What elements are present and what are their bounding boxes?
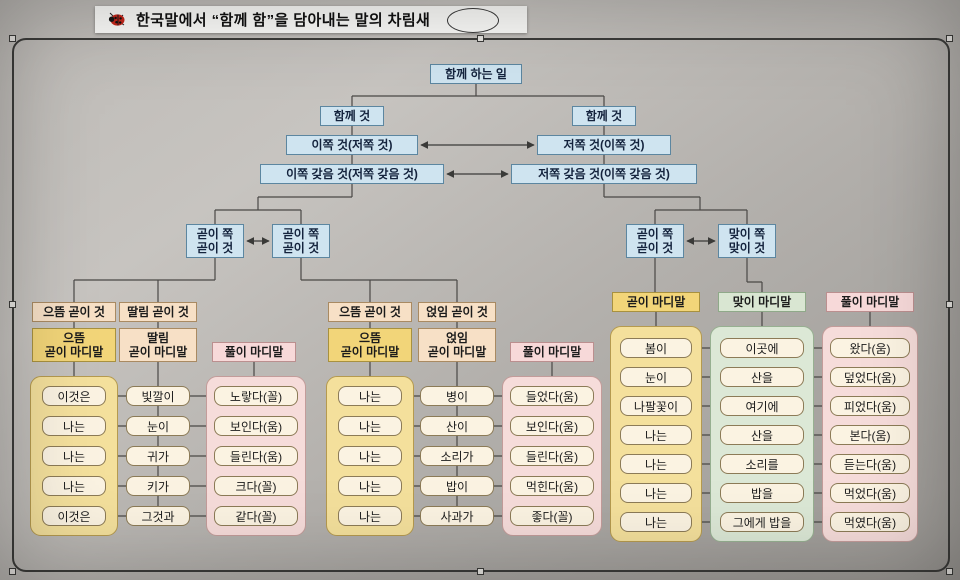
right-col1-item: 나는 <box>620 483 692 503</box>
middle-col2-item: 산이 <box>420 416 494 436</box>
frame-handle <box>477 568 484 575</box>
right-col1-item: 눈이 <box>620 367 692 387</box>
tree-l5-box-2: 곧이 쪽 곧이 것 <box>272 224 330 258</box>
tree-l3-right-box: 저쪽 것(이쪽 것) <box>537 135 671 155</box>
middle-col2-item: 밥이 <box>420 476 494 496</box>
tree-l4-left-box: 이쪽 갖음 것(저쪽 갖음 것) <box>260 164 444 184</box>
middle-col3-item: 보인다(움) <box>510 416 594 436</box>
right-col3-header: 풀이 마디말 <box>826 292 914 312</box>
frame-handle <box>9 35 16 42</box>
right-col2-item: 밥을 <box>720 483 804 503</box>
middle-col3-item: 들었다(움) <box>510 386 594 406</box>
middle-col2-item: 소리가 <box>420 446 494 466</box>
middle-col2-item: 사과가 <box>420 506 494 526</box>
frame-handle <box>946 301 953 308</box>
left-col3-item: 같다(꼴) <box>214 506 298 526</box>
middle-col1-item: 나는 <box>338 476 402 496</box>
left-col3-item: 들린다(움) <box>214 446 298 466</box>
left-col3-item: 보인다(움) <box>214 416 298 436</box>
circle-annotation <box>447 8 499 33</box>
right-col1-header: 곧이 마디말 <box>612 292 700 312</box>
left-col3-item: 크다(꼴) <box>214 476 298 496</box>
frame-handle <box>477 35 484 42</box>
left-col1-item: 나는 <box>42 476 106 496</box>
right-col3-item: 듣는다(움) <box>830 454 910 474</box>
frame-handle <box>9 568 16 575</box>
middle-col1-item: 나는 <box>338 446 402 466</box>
left-col1-item: 나는 <box>42 416 106 436</box>
middle-col2-item: 병이 <box>420 386 494 406</box>
left-col2-header: 딸림 곧이 것 <box>119 302 197 322</box>
middle-col3-header: 풀이 마디말 <box>510 342 594 362</box>
middle-col3-item: 들린다(움) <box>510 446 594 466</box>
right-col3-item: 먹었다(움) <box>830 483 910 503</box>
right-col3-item: 피었다(움) <box>830 396 910 416</box>
page-title: 한국말에서 “함께 함”을 담아내는 말의 차림새 <box>136 12 431 29</box>
tree-l5-box-3: 곧이 쪽 곧이 것 <box>626 224 684 258</box>
tree-l4-right-box: 저쪽 갖음 것(이쪽 갖음 것) <box>511 164 697 184</box>
middle-col1-item: 나는 <box>338 386 402 406</box>
left-col1-item: 이것은 <box>42 506 106 526</box>
tree-l2-left-box: 함께 것 <box>320 106 384 126</box>
left-col1-header: 으뜸 곧이 것 <box>32 302 116 322</box>
right-col3-item: 먹였다(움) <box>830 512 910 532</box>
right-col3-item: 본다(움) <box>830 425 910 445</box>
diagram-frame <box>9 35 953 575</box>
left-col3-item: 노랗다(꼴) <box>214 386 298 406</box>
right-col2-item: 여기에 <box>720 396 804 416</box>
left-col3-header: 풀이 마디말 <box>212 342 296 362</box>
frame-handle <box>946 35 953 42</box>
tree-l2-right-box: 함께 것 <box>572 106 636 126</box>
frame-handle <box>9 301 16 308</box>
right-col1-item: 나는 <box>620 454 692 474</box>
left-col1-subheader: 으뜸 곧이 마디말 <box>32 328 116 362</box>
right-col1-item: 나팔꽃이 <box>620 396 692 416</box>
middle-col1-header: 으뜸 곧이 것 <box>328 302 412 322</box>
middle-col1-subheader: 으뜸 곧이 마디말 <box>328 328 412 362</box>
left-col2-subheader: 딸림 곧이 마디말 <box>119 328 197 362</box>
right-col2-item: 이곳에 <box>720 338 804 358</box>
right-col2-item: 산을 <box>720 367 804 387</box>
right-col2-header: 맞이 마디말 <box>718 292 806 312</box>
right-col2-item: 소리를 <box>720 454 804 474</box>
ladybug-icon <box>107 12 126 28</box>
left-col1-item: 이것은 <box>42 386 106 406</box>
right-col2-item: 그에게 밥을 <box>720 512 804 532</box>
left-col2-item: 빛깔이 <box>126 386 190 406</box>
right-col3-item: 왔다(움) <box>830 338 910 358</box>
right-col1-item: 봄이 <box>620 338 692 358</box>
left-col2-item: 귀가 <box>126 446 190 466</box>
right-col3-item: 덮었다(움) <box>830 367 910 387</box>
right-col2-item: 산을 <box>720 425 804 445</box>
tree-l5-box-4: 맞이 쪽 맞이 것 <box>718 224 776 258</box>
tree-root-box: 함께 하는 일 <box>430 64 522 84</box>
middle-col1-item: 나는 <box>338 506 402 526</box>
title-bar: 한국말에서 “함께 함”을 담아내는 말의 차림새 <box>95 6 527 33</box>
tree-l5-box-1: 곧이 쪽 곧이 것 <box>186 224 244 258</box>
frame-handle <box>946 568 953 575</box>
right-col1-item: 나는 <box>620 425 692 445</box>
middle-col3-item: 먹힌다(움) <box>510 476 594 496</box>
middle-col2-header: 얹임 곧이 것 <box>418 302 496 322</box>
left-col2-item: 그것과 <box>126 506 190 526</box>
left-col2-item: 키가 <box>126 476 190 496</box>
middle-col3-item: 좋다(꼴) <box>510 506 594 526</box>
left-col1-item: 나는 <box>42 446 106 466</box>
middle-col2-subheader: 얹임 곧이 마디말 <box>418 328 496 362</box>
tree-l3-left-box: 이쪽 것(저쪽 것) <box>286 135 418 155</box>
right-col1-item: 나는 <box>620 512 692 532</box>
left-col2-item: 눈이 <box>126 416 190 436</box>
middle-col1-item: 나는 <box>338 416 402 436</box>
